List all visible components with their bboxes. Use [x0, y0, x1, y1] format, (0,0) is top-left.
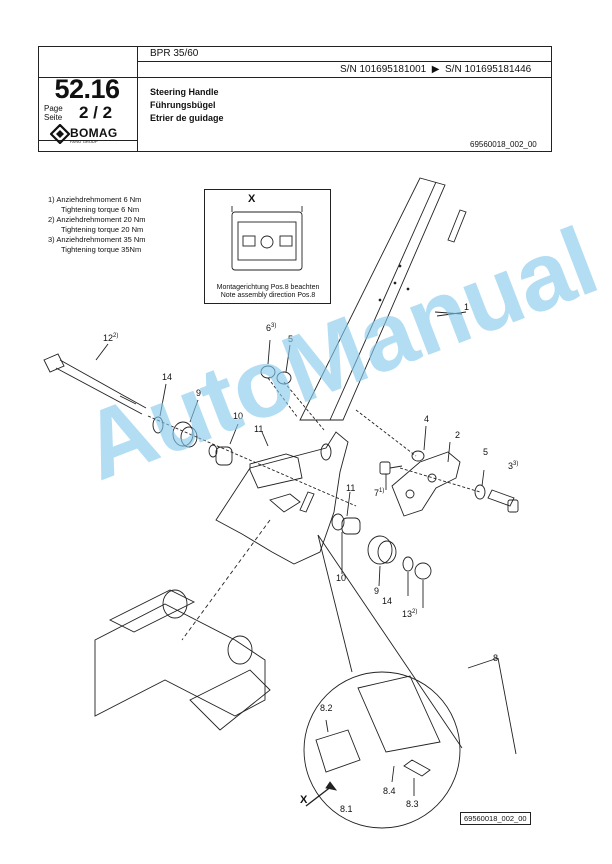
callout-14-left: 14: [162, 372, 173, 382]
brand-name: BOMAG: [70, 126, 118, 140]
bomag-logo-icon: [50, 124, 70, 144]
callout-x: X: [300, 794, 308, 806]
callout-8: 8: [493, 653, 499, 663]
brand-subtitle: FAYAT GROUP: [70, 139, 98, 144]
title-de: Führungsbügel: [150, 100, 216, 110]
detail-view-letter: X: [248, 193, 256, 205]
callout-1: 1: [464, 302, 470, 312]
callout-11-right: 11: [346, 483, 356, 493]
callout-5-top: 5: [288, 334, 294, 344]
callout-5-right: 5: [483, 447, 489, 457]
callout-8-3: 8.3: [406, 799, 419, 809]
doc-id: 69560018_002_00: [470, 140, 537, 149]
callout-10-left: 10: [233, 411, 244, 421]
callout-8-1: 8.1: [340, 804, 353, 814]
header-frame: [38, 46, 552, 152]
arrow-right-icon: ▶: [431, 64, 440, 75]
section-number: 52.16: [54, 74, 120, 104]
serial-range: S/N 101695181001 ▶ S/N 101695181446: [340, 64, 532, 75]
title-fr: Etrier de guidage: [150, 113, 224, 123]
callout-12: 122): [103, 333, 119, 343]
callout-14-right: 14: [382, 596, 393, 606]
title-en: Steering Handle: [150, 87, 219, 97]
page-value: 2 / 2: [79, 103, 113, 122]
callout-9-right: 9: [374, 586, 380, 596]
callout-13: 132): [402, 609, 418, 619]
footer-reference: 69560018_002_00: [460, 812, 531, 825]
callout-3: 33): [508, 461, 519, 471]
callout-11-left: 11: [254, 424, 264, 434]
detail-view-box: [204, 189, 331, 304]
callout-9-left: 9: [196, 388, 202, 398]
callout-10-right: 10: [336, 573, 347, 583]
callout-8-2: 8.2: [320, 703, 333, 713]
callout-4: 4: [424, 414, 430, 424]
callout-6: 63): [266, 323, 277, 333]
callout-7: 71): [374, 488, 385, 498]
model-name: BPR 35/60: [150, 48, 199, 59]
callout-2: 2: [455, 430, 461, 440]
page-title: Steering Handle Führungsbügel Etrier de …: [150, 86, 224, 125]
callout-8-4: 8.4: [383, 786, 396, 796]
